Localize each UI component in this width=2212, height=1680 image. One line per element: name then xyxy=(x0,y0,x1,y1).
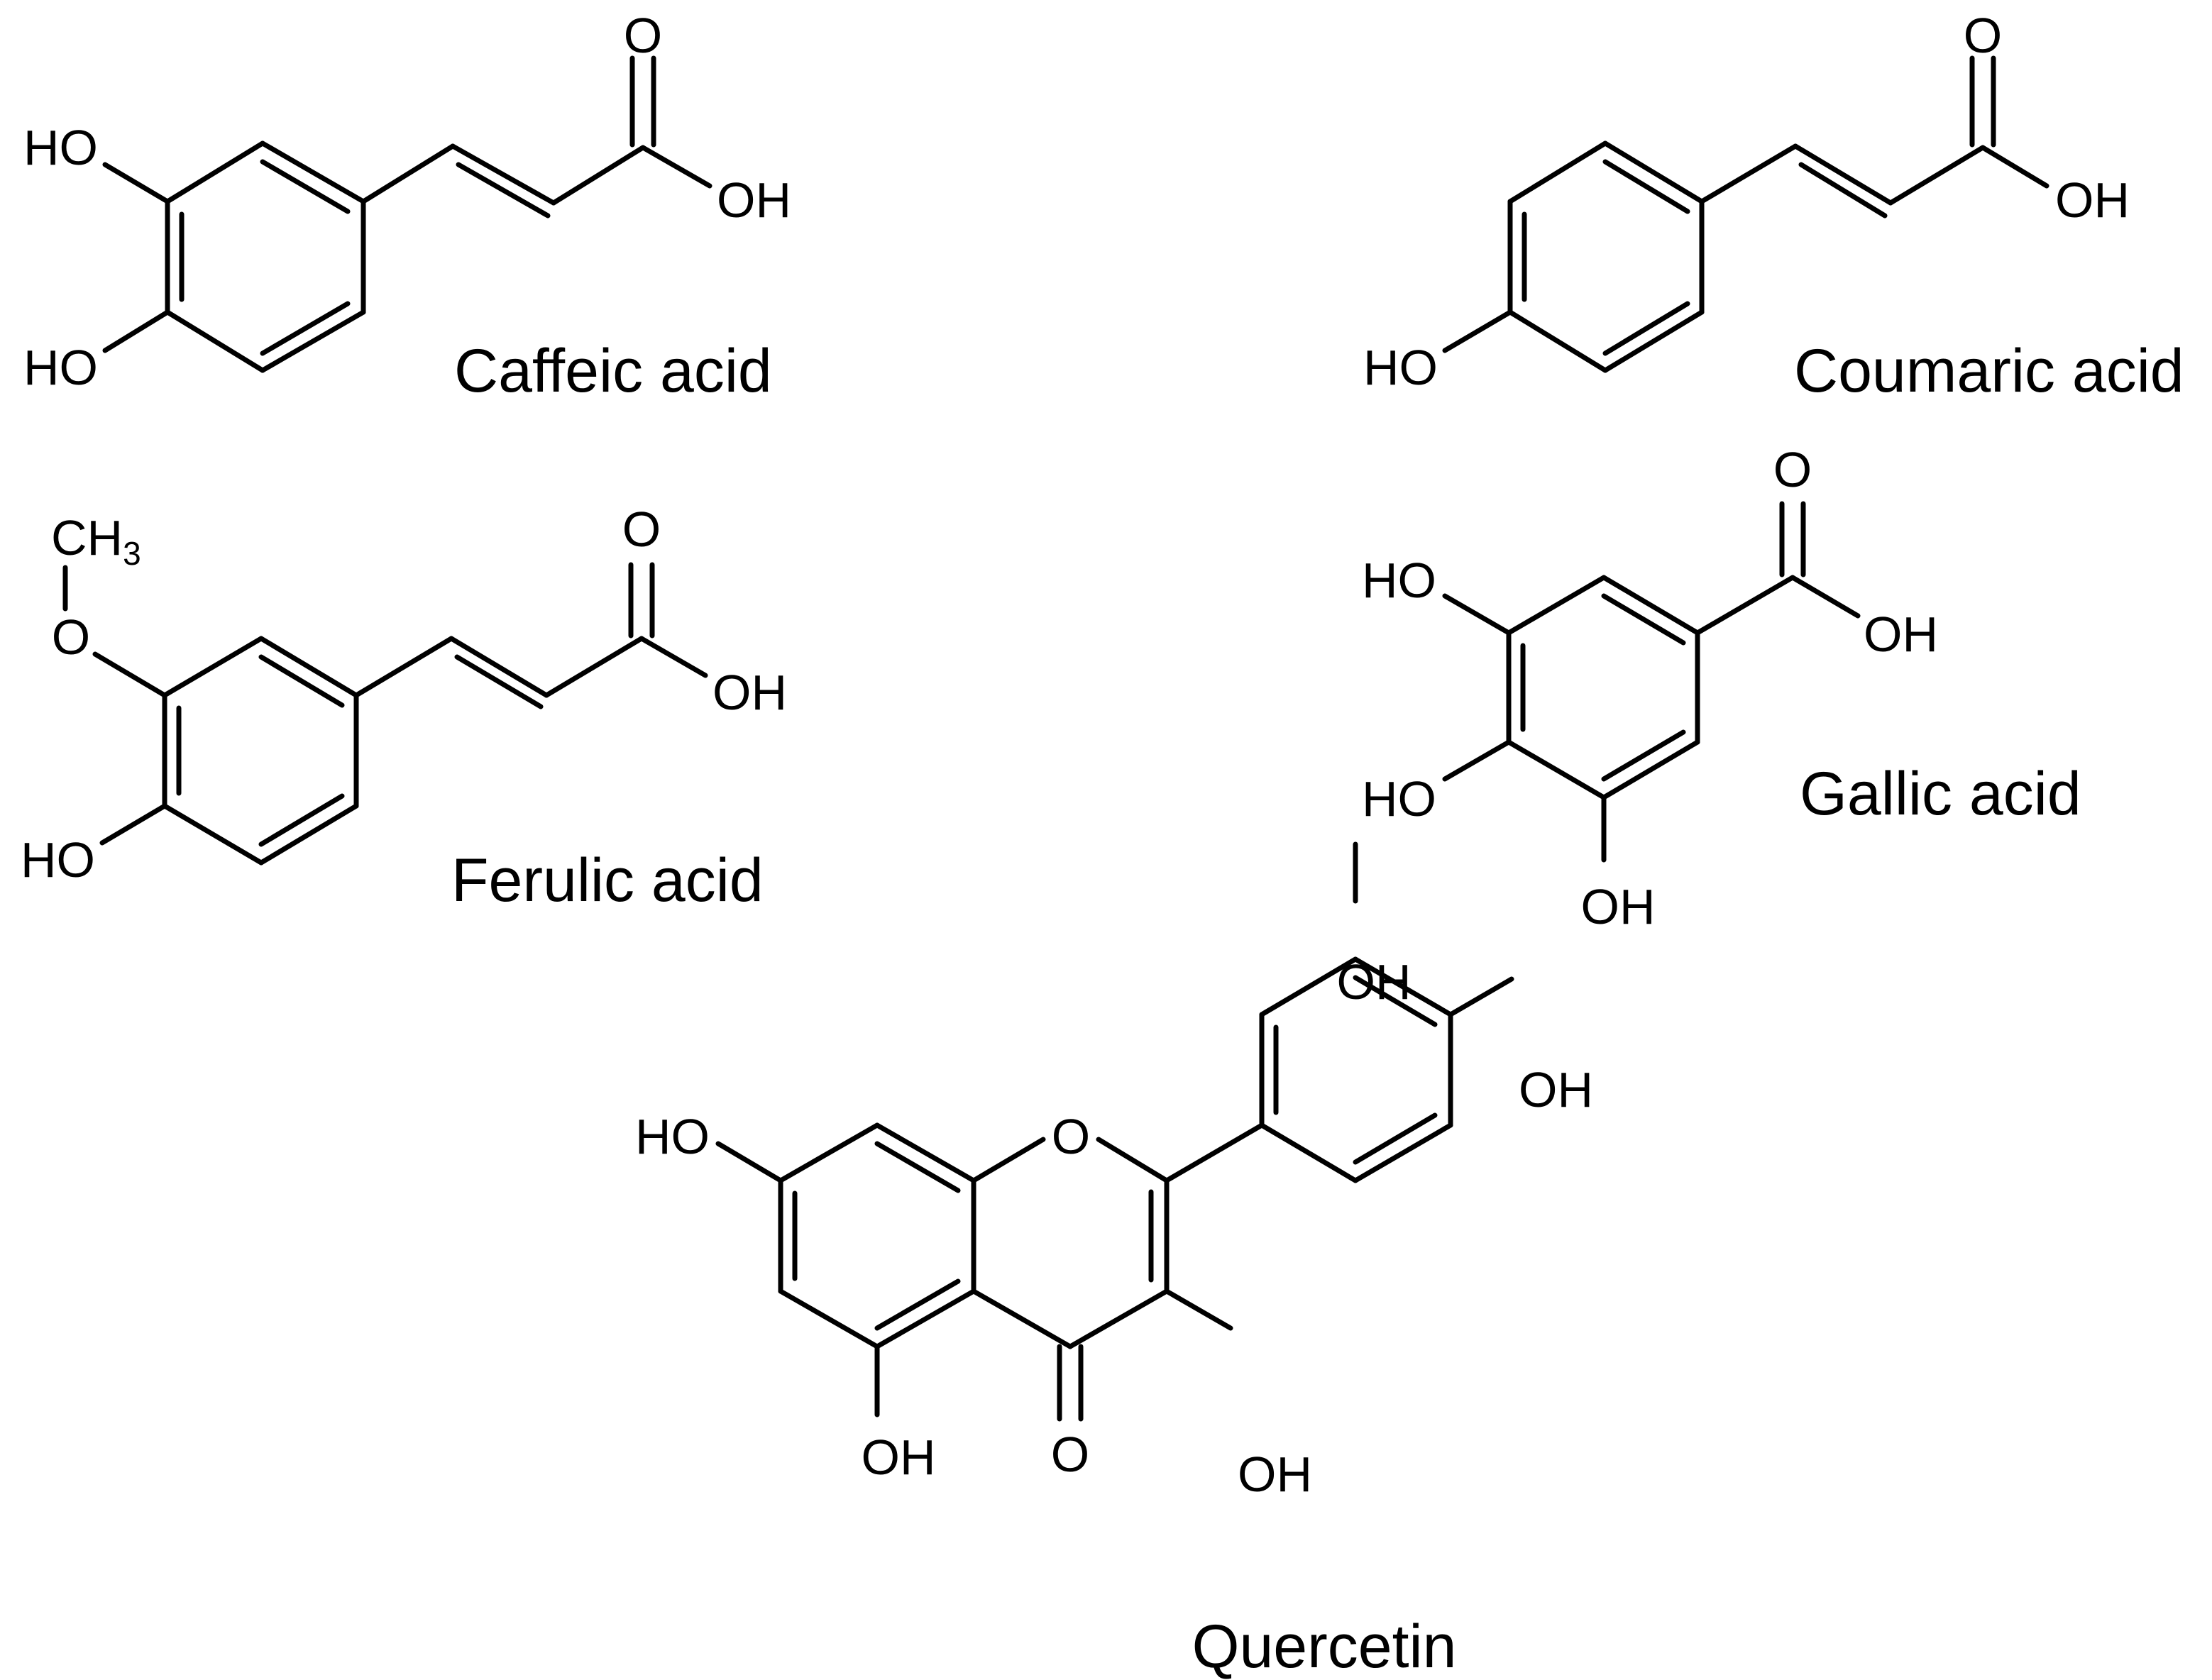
coumaric-ho: HO xyxy=(1363,340,1438,395)
ferulic-ether-o: O xyxy=(52,609,90,665)
gallic-oh-bottom: OH xyxy=(1581,879,1656,934)
ferulic-carbonyl-o: O xyxy=(622,502,661,557)
quercetin-oh-3p: OH xyxy=(1337,954,1412,1010)
quercetin-oh-4p: OH xyxy=(1519,1062,1593,1117)
quercetin-name: Quercetin xyxy=(1192,1613,1457,1680)
coumaric-acid-oh: OH xyxy=(2055,172,2130,228)
caffeic-ho-bottom: HO xyxy=(23,340,98,395)
quercetin-oh-3: OH xyxy=(1238,1447,1312,1502)
coumaric-carbonyl-o: O xyxy=(1964,8,2002,63)
gallic-acid-bonds xyxy=(1442,501,1861,863)
gallic-acid-structure: O OH HO HO OH Gallic acid xyxy=(1362,442,2081,934)
quercetin-bonds xyxy=(715,841,1514,1422)
caffeic-ho-top: HO xyxy=(23,120,98,175)
ferulic-ho: HO xyxy=(21,832,95,888)
gallic-ho-mid: HO xyxy=(1362,771,1436,827)
gallic-acid-name: Gallic acid xyxy=(1800,760,2081,828)
quercetin-ho-7: HO xyxy=(635,1109,710,1164)
quercetin-carbonyl-o: O xyxy=(1051,1427,1089,1482)
coumaric-acid-structure: O OH HO Coumaric acid xyxy=(1363,8,2184,405)
caffeic-acid-bonds xyxy=(102,55,712,373)
quercetin-ring-o: O xyxy=(1052,1109,1090,1164)
ferulic-methyl-c: CH3 xyxy=(51,510,141,572)
ferulic-acid-bonds xyxy=(62,562,708,866)
quercetin-structure: O O HO OH OH OH OH Quercetin xyxy=(635,841,1593,1680)
caffeic-acid-oh: OH xyxy=(717,172,791,228)
coumaric-acid-name: Coumaric acid xyxy=(1794,337,2184,405)
ferulic-acid-structure: CH3 O O OH HO Ferulic acid xyxy=(21,502,787,914)
gallic-carbonyl-o: O xyxy=(1773,442,1812,497)
quercetin-oh-5: OH xyxy=(862,1430,936,1485)
caffeic-acid-structure: O OH HO HO Caffeic acid xyxy=(23,8,791,405)
caffeic-acid-name: Caffeic acid xyxy=(454,337,772,405)
gallic-acid-oh: OH xyxy=(1864,607,1938,662)
ferulic-acid-name: Ferulic acid xyxy=(451,846,764,914)
ferulic-acid-oh: OH xyxy=(712,665,787,720)
caffeic-carbonyl-o: O xyxy=(624,8,662,63)
coumaric-acid-bonds xyxy=(1442,55,2049,373)
gallic-ho-top: HO xyxy=(1362,553,1436,608)
